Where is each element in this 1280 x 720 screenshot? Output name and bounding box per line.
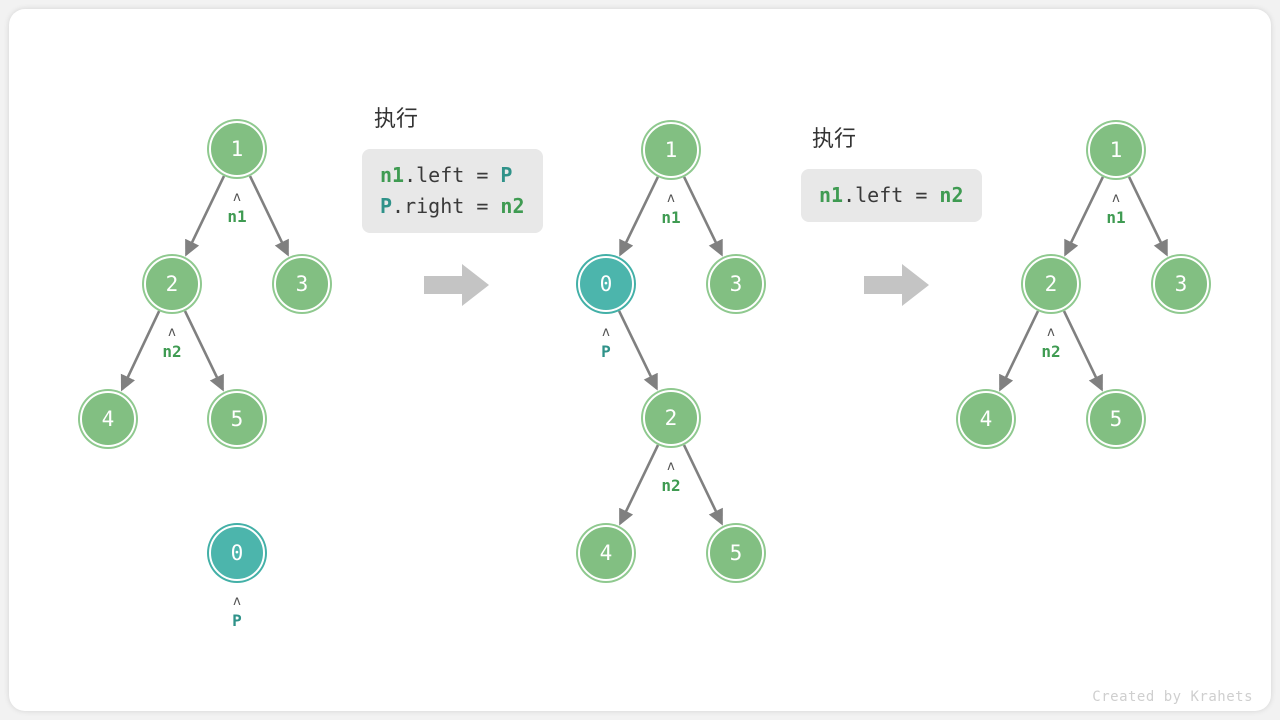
code-token: n2 <box>939 183 964 207</box>
tree-node-2[interactable]: 2 <box>643 390 699 446</box>
tree-node-4[interactable]: 4 <box>958 391 1014 447</box>
tree-node-3[interactable]: 3 <box>274 256 330 312</box>
caret-up-icon: ʌ <box>667 191 675 206</box>
pointer-label-text: n1 <box>227 207 247 226</box>
code-line: n1.left = n2 <box>819 180 964 211</box>
watermark-credit: Created by Krahets <box>1092 689 1253 705</box>
pointer-label-text: n2 <box>1041 342 1061 361</box>
pointer-label-text: n1 <box>661 208 681 227</box>
tree-node-1[interactable]: 1 <box>209 121 265 177</box>
caret-up-icon: ʌ <box>233 190 241 205</box>
tree-node-0[interactable]: 0 <box>578 256 634 312</box>
pointer-label-n1: ʌ n1 <box>641 192 701 226</box>
caret-up-icon: ʌ <box>602 325 610 340</box>
step-transition-arrow-icon <box>424 261 490 309</box>
pointer-label-n2: ʌ n2 <box>641 460 701 494</box>
code-line: P.right = n2 <box>380 191 525 222</box>
tree-node-1[interactable]: 1 <box>1088 122 1144 178</box>
tree-node-5[interactable]: 5 <box>209 391 265 447</box>
code-token: n1 <box>380 163 405 187</box>
tree-node-4[interactable]: 4 <box>80 391 136 447</box>
pointer-label-n2: ʌ n2 <box>142 326 202 360</box>
tree-node-4[interactable]: 4 <box>578 525 634 581</box>
code-box-step-3: n1.left = n2 <box>801 169 982 222</box>
caret-up-icon: ʌ <box>667 459 675 474</box>
pointer-label-text: P <box>601 342 611 361</box>
code-token: P <box>500 163 513 187</box>
code-token: P <box>380 194 393 218</box>
pointer-label-n1: ʌ n1 <box>1086 192 1146 226</box>
tree-node-0[interactable]: 0 <box>209 525 265 581</box>
pointer-label-text: P <box>232 611 242 630</box>
code-line: n1.left = P <box>380 160 525 191</box>
step-transition-arrow-icon <box>864 261 930 309</box>
code-token: .left = <box>843 183 940 207</box>
step-caption-1: 执行 <box>374 107 419 132</box>
caret-up-icon: ʌ <box>1047 325 1055 340</box>
caret-up-icon: ʌ <box>1112 191 1120 206</box>
step-caption-2: 执行 <box>812 127 857 152</box>
tree-node-3[interactable]: 3 <box>1153 256 1209 312</box>
code-token: n2 <box>500 194 525 218</box>
tree-node-2[interactable]: 2 <box>144 256 200 312</box>
caret-up-icon: ʌ <box>233 594 241 609</box>
code-token: n1 <box>819 183 844 207</box>
pointer-label-text: n1 <box>1106 208 1126 227</box>
tree-edges-layer <box>120 175 1168 526</box>
code-token: .right = <box>392 194 501 218</box>
tree-node-1[interactable]: 1 <box>643 122 699 178</box>
pointer-label-text: n2 <box>162 342 182 361</box>
tree-node-5[interactable]: 5 <box>1088 391 1144 447</box>
tree-node-5[interactable]: 5 <box>708 525 764 581</box>
pointer-label-n2: ʌ n2 <box>1021 326 1081 360</box>
tree-node-3[interactable]: 3 <box>708 256 764 312</box>
tree-node-2[interactable]: 2 <box>1023 256 1079 312</box>
pointer-label-text: n2 <box>661 476 681 495</box>
pointer-label-n1: ʌ n1 <box>207 191 267 225</box>
code-token: .left = <box>404 163 501 187</box>
caret-up-icon: ʌ <box>168 325 176 340</box>
